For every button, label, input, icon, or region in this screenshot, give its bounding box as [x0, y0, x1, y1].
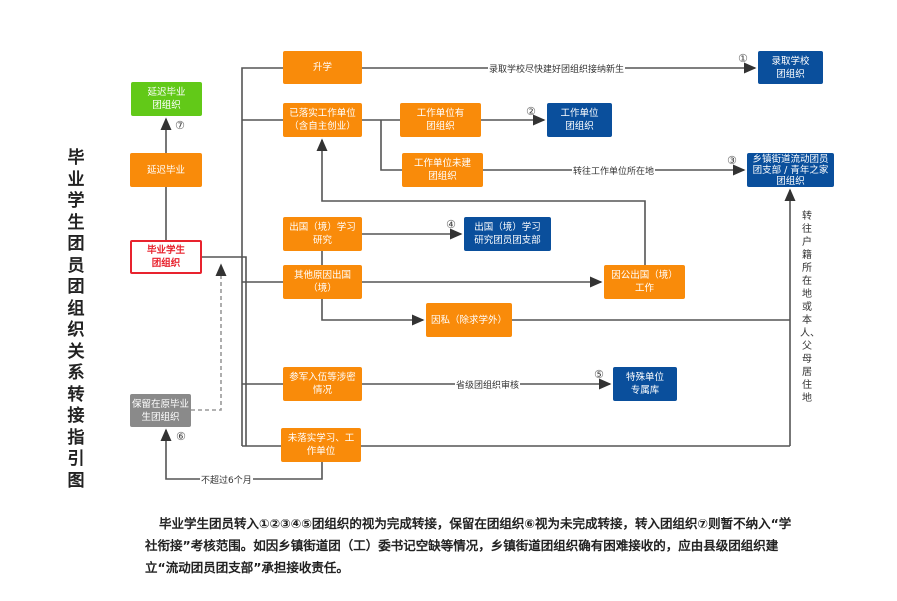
line-trunk — [241, 67, 283, 446]
box-delay: 延迟毕业 — [130, 153, 202, 187]
label-school: 录取学校尽快建好团组织接纳新生 — [488, 62, 626, 75]
box-abroad-study: 出国（境）学习 研究 — [283, 217, 362, 251]
box-school-org: 录取学校 团组织 — [758, 51, 823, 84]
box-retain: 保留在原毕业 生团组织 — [130, 394, 191, 427]
box-abroad-branch: 出国（境）学习 研究团员团支部 — [464, 217, 551, 251]
box-private: 因私（除求学外） — [426, 303, 512, 337]
marker-4: ④ — [446, 218, 456, 231]
box-graduate: 毕业学生 团组织 — [130, 240, 202, 274]
box-employer-org: 工作单位 团组织 — [547, 103, 612, 137]
marker-5: ⑤ — [594, 368, 604, 381]
marker-6: ⑥ — [176, 430, 186, 443]
box-public-abroad: 因公出国（境） 工作 — [604, 265, 685, 299]
footnote-paragraph: 毕业学生团员转入①②③④⑤团组织的视为完成转接，保留在团组织⑥视为未完成转接，转… — [145, 516, 792, 575]
label-province: 省级团组织审核 — [455, 378, 521, 391]
box-unplaced: 未落实学习、工 作单位 — [281, 428, 361, 462]
box-employed: 已落实工作单位 （含自主创业） — [283, 103, 362, 137]
box-military: 参军入伍等涉密 情况 — [283, 367, 362, 401]
box-employer-has: 工作单位有 团组织 — [400, 103, 481, 137]
box-further-study: 升学 — [283, 51, 362, 84]
line-trunk-a — [202, 256, 247, 446]
marker-2: ② — [526, 105, 536, 118]
box-special-lib: 特殊单位 专属库 — [613, 367, 677, 401]
box-delay-org: 延迟毕业 团组织 — [131, 82, 202, 116]
label-six-months: 不超过6个月 — [200, 473, 253, 486]
label-workplace: 转往工作单位所在地 — [572, 164, 656, 177]
marker-1: ① — [738, 52, 748, 65]
box-town-org: 乡镇街道流动团员 团支部 / 青年之家 团组织 — [747, 153, 834, 187]
box-abroad-other: 其他原因出国 （境） — [283, 265, 362, 299]
marker-3: ③ — [727, 154, 737, 167]
page-title: 毕业学生团员团组织关系转接指引图 — [67, 148, 85, 491]
marker-7: ⑦ — [175, 119, 185, 132]
label-residence: 转往户籍所在地或本人、父母居住地 — [800, 211, 820, 404]
box-employer-none: 工作单位未建 团组织 — [402, 153, 483, 187]
